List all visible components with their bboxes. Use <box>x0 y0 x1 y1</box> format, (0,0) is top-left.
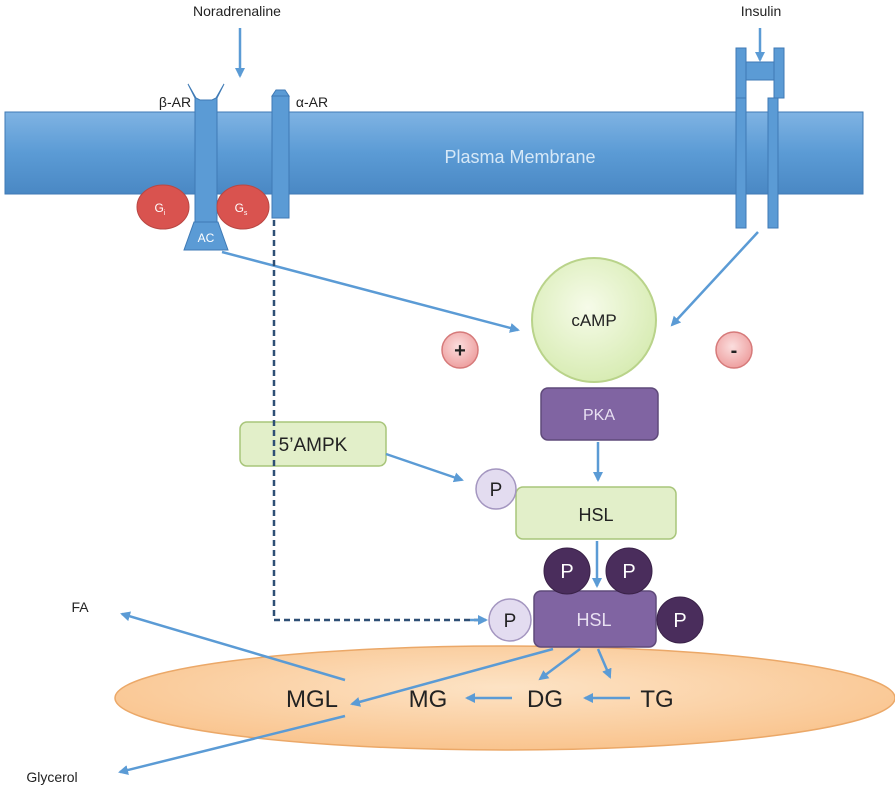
alpha-adrenergic-receptor <box>271 89 290 219</box>
alpha-ar-dashed-path <box>272 220 478 622</box>
hsl-to-tg-arrow <box>596 648 612 679</box>
mgl-label: MGL <box>286 686 338 713</box>
plasma-membrane-label: Plasma Membrane <box>444 147 595 167</box>
plasma-membrane <box>4 111 864 195</box>
svg-text:Gi: Gi <box>155 201 166 217</box>
hsl-active-node <box>533 590 657 648</box>
hsl-to-dg-arrow <box>538 648 581 681</box>
beta-adrenergic-receptor <box>187 83 225 223</box>
camp-label: cAMP <box>571 311 616 330</box>
phospho-pka-site-1 <box>543 547 591 595</box>
phospho-pka-label-1: P <box>560 561 573 583</box>
stimulation-sign <box>441 331 479 369</box>
mg-label: MG <box>409 686 448 713</box>
ac-to-camp-arrow <box>221 250 520 333</box>
camp-node <box>531 257 657 383</box>
fa-release-arrow <box>120 611 346 682</box>
gi-label: G <box>155 201 164 215</box>
alpha-ar-label: α-AR <box>296 94 328 110</box>
phospho-pka-label-2: P <box>622 561 635 583</box>
fa-label: FA <box>71 599 89 615</box>
ampk-to-phospho-arrow <box>385 452 464 483</box>
beta-ar-label: β-AR <box>159 94 191 110</box>
glycerol-label: Glycerol <box>26 769 77 785</box>
phospho-pka-site-3 <box>656 596 704 644</box>
gi-subscript: i <box>164 210 166 217</box>
glycerol-release-arrow <box>118 714 346 775</box>
tg-label: TG <box>640 686 673 713</box>
svg-text:Gs: Gs <box>235 201 248 217</box>
hsl-inactive-node <box>515 486 677 540</box>
phospho-ampk-label: P <box>490 480 503 501</box>
insulin-label: Insulin <box>741 3 781 19</box>
ampk-node <box>239 421 387 467</box>
inhibition-sign <box>715 331 753 369</box>
gi-protein <box>136 184 190 230</box>
dg-label: DG <box>527 686 563 713</box>
phospho-pka-site-2 <box>605 547 653 595</box>
adenylate-cyclase <box>183 221 229 251</box>
plus-label: + <box>454 340 466 362</box>
insulin-receptor <box>735 47 785 229</box>
noradrenaline-label: Noradrenaline <box>193 3 281 19</box>
phospho-alpha-site <box>488 598 532 642</box>
phospho-ampk-site <box>475 468 517 510</box>
insulin-to-camp-arrow <box>670 231 759 327</box>
gs-protein <box>216 184 270 230</box>
ampk-label: 5’AMPK <box>279 435 348 456</box>
hsl-inactive-label: HSL <box>578 505 613 525</box>
pka-node <box>540 387 659 441</box>
minus-label: - <box>731 340 738 362</box>
gs-label: G <box>235 201 244 215</box>
phospho-alpha-label: P <box>504 611 517 632</box>
pka-label: PKA <box>583 407 615 424</box>
gs-subscript: s <box>244 210 248 217</box>
phospho-pka-label-3: P <box>673 610 686 632</box>
hsl-to-mgl-arrow <box>350 647 554 707</box>
hsl-active-label: HSL <box>576 610 611 630</box>
ac-label: AC <box>198 231 215 245</box>
